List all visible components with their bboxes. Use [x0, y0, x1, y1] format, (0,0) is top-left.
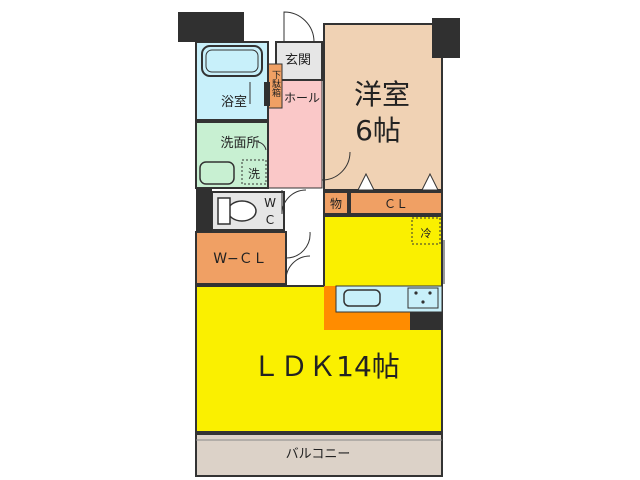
kitchen-sink	[343, 289, 381, 307]
label-hall: ホール	[284, 91, 320, 105]
label-toilet-w: W	[264, 196, 276, 210]
label-western-room: 洋室	[354, 78, 410, 111]
pillar-left-mid	[196, 188, 212, 232]
stove	[407, 287, 439, 309]
label-washroom: 洗面所	[220, 136, 259, 151]
kitchen-counter	[324, 286, 336, 330]
fridge-spot	[411, 217, 441, 245]
label-balcony: バルコニー	[286, 447, 351, 462]
label-western-size: 6帖	[355, 114, 401, 147]
label-toilet-c: C	[266, 213, 274, 227]
label-fridge: 冷	[421, 227, 432, 240]
dark-block-kitchen	[410, 312, 442, 330]
pillar-bath	[264, 82, 270, 106]
toilet-bowl	[227, 200, 257, 222]
label-storage: 物	[330, 197, 342, 211]
label-walkin-closet: W−ＣＬ	[213, 251, 267, 267]
balcony-area	[195, 433, 443, 477]
label-bath: 浴室	[221, 94, 247, 110]
washer-spot	[241, 159, 267, 185]
label-closet: ＣＬ	[384, 197, 408, 211]
label-shoe-storage: 下駄箱	[270, 70, 281, 98]
pillar-top-right	[432, 18, 460, 58]
entry-door-swing	[283, 11, 315, 43]
closet-area	[349, 191, 443, 215]
storage-area	[323, 191, 349, 215]
western-room-area	[323, 23, 443, 191]
entrance-area	[275, 41, 323, 81]
label-ldk: ＬＤＫ14帖	[252, 350, 400, 383]
pillar-top-left	[178, 12, 244, 42]
wash-basin	[199, 161, 235, 185]
label-entrance: 玄関	[285, 53, 311, 68]
label-washer: 洗	[248, 167, 260, 181]
